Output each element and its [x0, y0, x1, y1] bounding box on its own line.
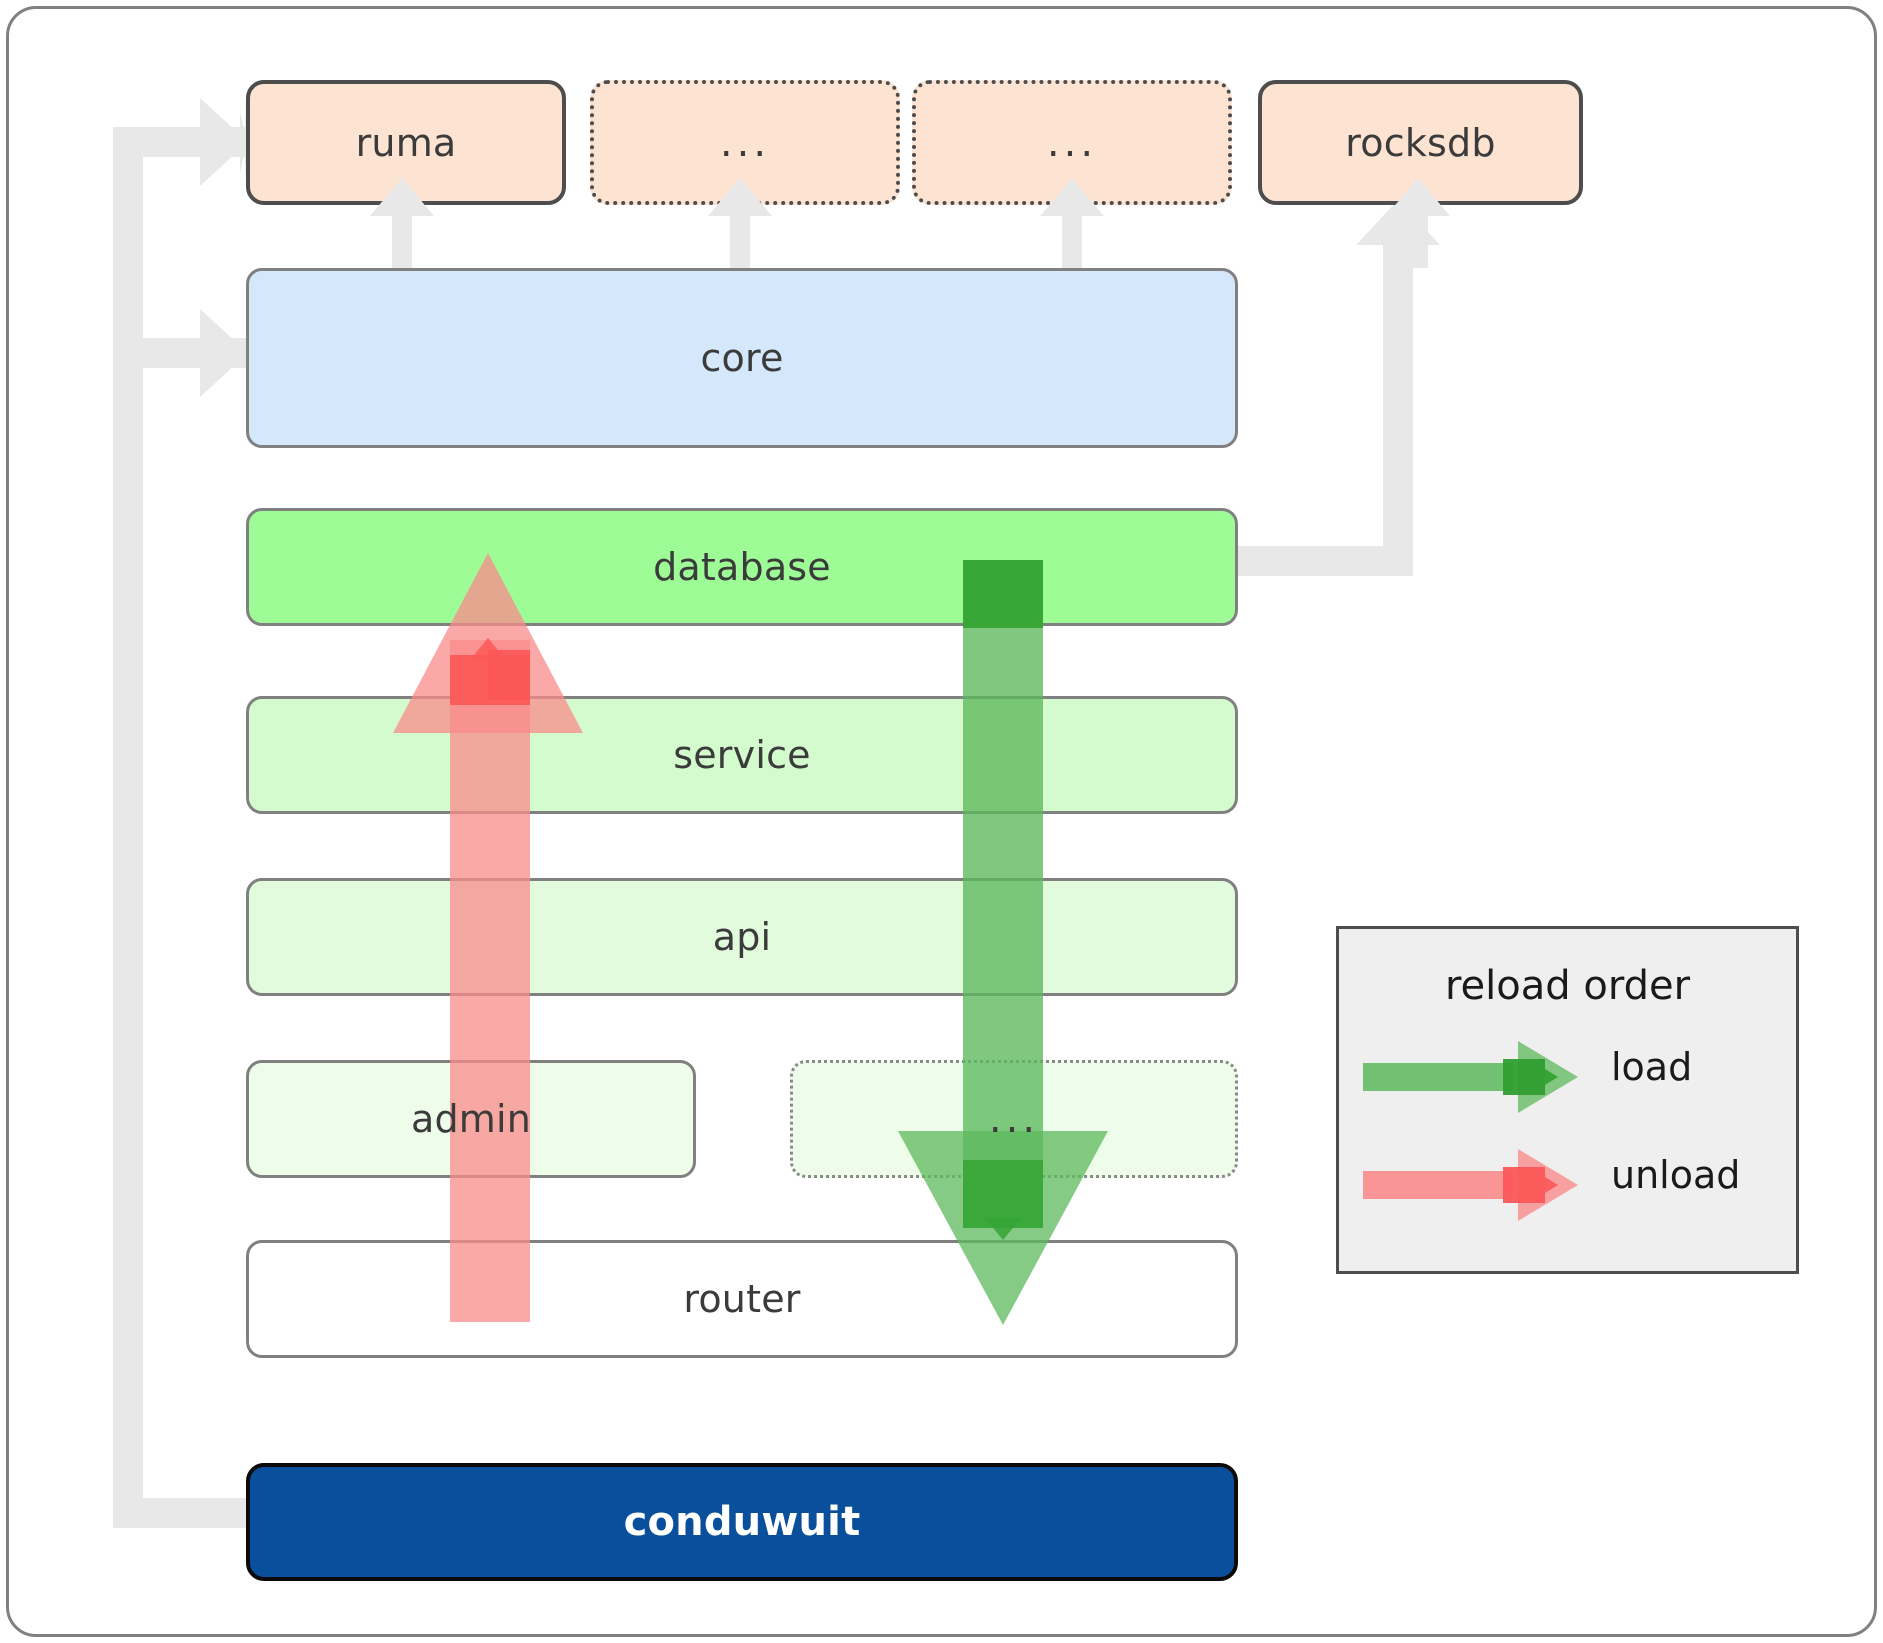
- dependency-box-ruma[interactable]: ruma: [246, 80, 566, 205]
- dependency-label-ellipsis-2: ...: [1046, 119, 1098, 166]
- layer-label-ellipsis-3: ...: [988, 1096, 1040, 1142]
- dependency-box-rocksdb[interactable]: rocksdb: [1258, 80, 1583, 205]
- layer-box-router[interactable]: router: [246, 1240, 1238, 1358]
- layer-label-service: service: [673, 733, 811, 777]
- legend-unload-arrow-icon: [1363, 1149, 1578, 1221]
- legend-label-load: load: [1611, 1045, 1693, 1089]
- dependency-box-ellipsis-2[interactable]: ...: [912, 80, 1232, 205]
- diagram-frame: [6, 6, 1877, 1637]
- legend-panel: reload order load unload: [1336, 926, 1799, 1274]
- layer-label-admin: admin: [410, 1097, 532, 1141]
- dependency-label-rocksdb: rocksdb: [1345, 120, 1496, 165]
- layer-label-database: database: [653, 545, 831, 589]
- dependency-label-ellipsis-1: ...: [719, 119, 771, 166]
- layer-box-admin[interactable]: admin: [246, 1060, 696, 1178]
- dependency-box-ellipsis-1[interactable]: ...: [590, 80, 900, 205]
- layer-box-api[interactable]: api: [246, 878, 1238, 996]
- layer-box-core[interactable]: core: [246, 268, 1238, 448]
- application-label-conduwuit: conduwuit: [623, 1499, 861, 1545]
- application-box-conduwuit[interactable]: conduwuit: [246, 1463, 1238, 1581]
- legend-label-unload: unload: [1611, 1153, 1741, 1197]
- layer-label-core: core: [700, 336, 784, 380]
- legend-title: reload order: [1444, 963, 1691, 1009]
- layer-label-api: api: [712, 915, 772, 959]
- layer-box-database[interactable]: database: [246, 508, 1238, 626]
- layer-label-router: router: [683, 1277, 801, 1321]
- dependency-label-ruma: ruma: [355, 120, 457, 165]
- layer-box-service[interactable]: service: [246, 696, 1238, 814]
- legend-load-arrow-icon: [1363, 1041, 1578, 1113]
- layer-box-ellipsis-3[interactable]: ...: [790, 1060, 1238, 1178]
